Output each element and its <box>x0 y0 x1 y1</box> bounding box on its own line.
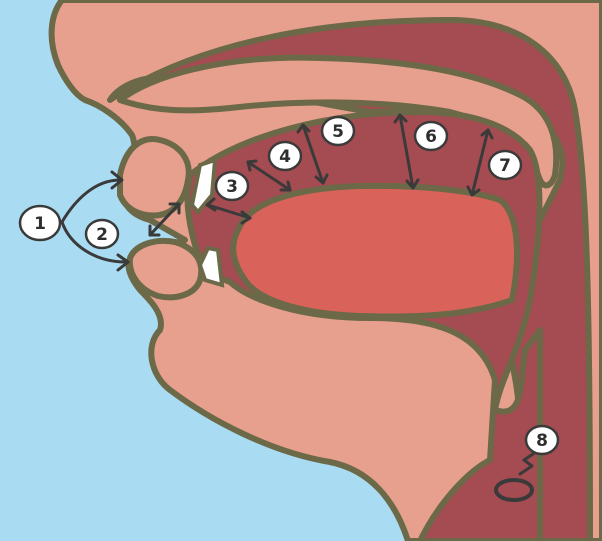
svg-text:3: 3 <box>226 177 238 197</box>
badge-1: 1 <box>20 206 60 240</box>
svg-text:8: 8 <box>536 431 548 451</box>
lower-tooth <box>200 248 222 285</box>
tongue <box>233 186 517 317</box>
svg-text:4: 4 <box>279 147 291 167</box>
badge-5: 5 <box>322 117 354 145</box>
lower-lip <box>130 241 201 297</box>
svg-text:7: 7 <box>499 156 511 176</box>
svg-text:5: 5 <box>332 122 344 142</box>
badge-6: 6 <box>415 122 447 150</box>
badge-7: 7 <box>489 151 521 179</box>
svg-text:2: 2 <box>96 225 108 245</box>
badge-2: 2 <box>86 220 118 248</box>
badge-4: 4 <box>269 142 301 170</box>
svg-text:6: 6 <box>425 127 437 147</box>
badge-3: 3 <box>216 172 248 200</box>
badge-8: 8 <box>526 426 558 454</box>
svg-text:1: 1 <box>34 214 46 234</box>
